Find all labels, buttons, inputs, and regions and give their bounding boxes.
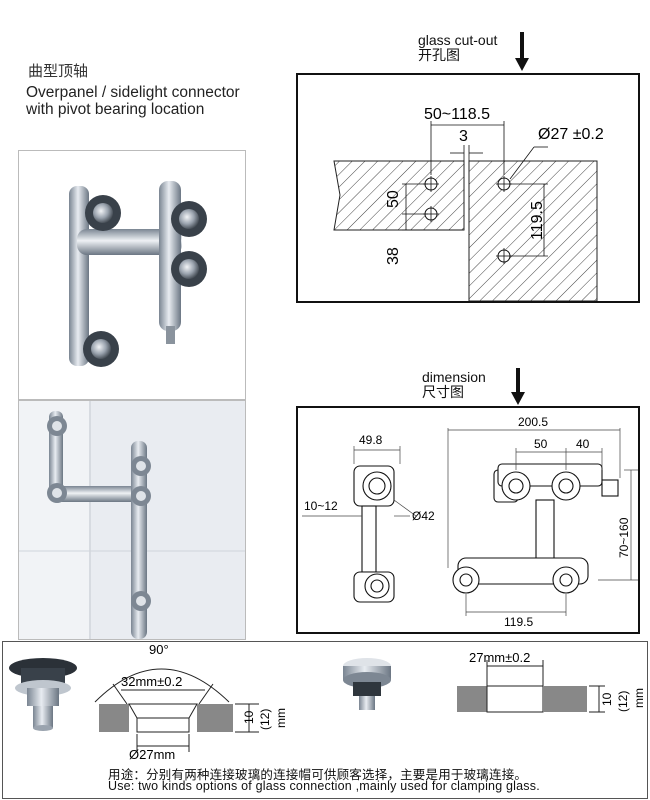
dim-38-label: 38 [385, 247, 402, 265]
installation-photo [18, 400, 246, 640]
cutout-heading: glass cut-out 开孔图 [418, 33, 497, 63]
dim-span-label: 50~118.5 [424, 106, 490, 123]
cutout-heading-cn: 开孔图 [418, 47, 460, 63]
clamp-left-10-label: 10 [242, 710, 256, 724]
dim-hole-label: Ø27 ±0.2 [538, 126, 604, 143]
dim-49-8-label: 49.8 [359, 433, 383, 447]
dim-40-label: 40 [576, 437, 590, 451]
usage-cn: 用途：分别有两种连接玻璃的连接帽可供顾客选择，主要是用于玻璃连接。 [108, 768, 528, 782]
dim-10-12-label: 10~12 [304, 499, 338, 513]
dim-50-label: 50 [534, 437, 548, 451]
dimension-heading: dimension 尺寸图 [422, 370, 486, 400]
dim-119-5-label: 119.5 [504, 615, 533, 629]
dimension-drawing: 49.8 10~12 Ø42 200.5 50 40 70~160 119.5 [296, 406, 640, 634]
product-title-line2: with pivot bearing location [26, 101, 205, 118]
cutout-drawing: 50~118.5 3 Ø27 ±0.2 50 38 119.5 [296, 73, 640, 303]
dimension-heading-cn: 尺寸图 [422, 384, 464, 400]
clamp-options-panel: 90° 32mm±0.2 Ø27mm 10 (12) mm 27mm±0.2 1… [2, 641, 648, 799]
dim-70-160-label: 70~160 [617, 517, 631, 558]
clamp-left-27-label: Ø27mm [129, 747, 175, 762]
clamp-right-unit-label: mm [632, 688, 646, 708]
dim-119-label: 119.5 [529, 201, 546, 240]
clamp-left-32-label: 32mm±0.2 [121, 674, 182, 689]
cutout-heading-en: glass cut-out [418, 32, 498, 48]
usage-en: Use: two kinds options of glass connecti… [108, 779, 540, 793]
clamp-cap-icon [83, 195, 207, 367]
clamp-right-27-label: 27mm±0.2 [469, 650, 530, 665]
dim-50-label: 50 [385, 190, 402, 208]
product-title-en: Overpanel / sidelight connector with piv… [26, 84, 240, 118]
arrow-down-icon [515, 32, 529, 71]
dim-42-label: Ø42 [412, 509, 435, 523]
clamp-photo-right [343, 658, 391, 710]
product-title-cn: 曲型顶轴 [28, 63, 89, 80]
arrow-down-icon [511, 368, 525, 405]
product-title-line1: Overpanel / sidelight connector [26, 84, 240, 101]
angle-90-label: 90° [149, 642, 169, 657]
dim-200-5-label: 200.5 [518, 415, 548, 429]
product-photo [18, 150, 246, 400]
clamp-left-12-label: (12) [258, 709, 272, 730]
clamp-right-10-label: 10 [600, 692, 614, 706]
dimension-heading-en: dimension [422, 369, 486, 385]
clamp-photo-left [9, 658, 77, 731]
dim-gap-label: 3 [459, 128, 468, 145]
clamp-left-unit-label: mm [274, 708, 288, 728]
clamp-right-12-label: (12) [616, 691, 630, 712]
